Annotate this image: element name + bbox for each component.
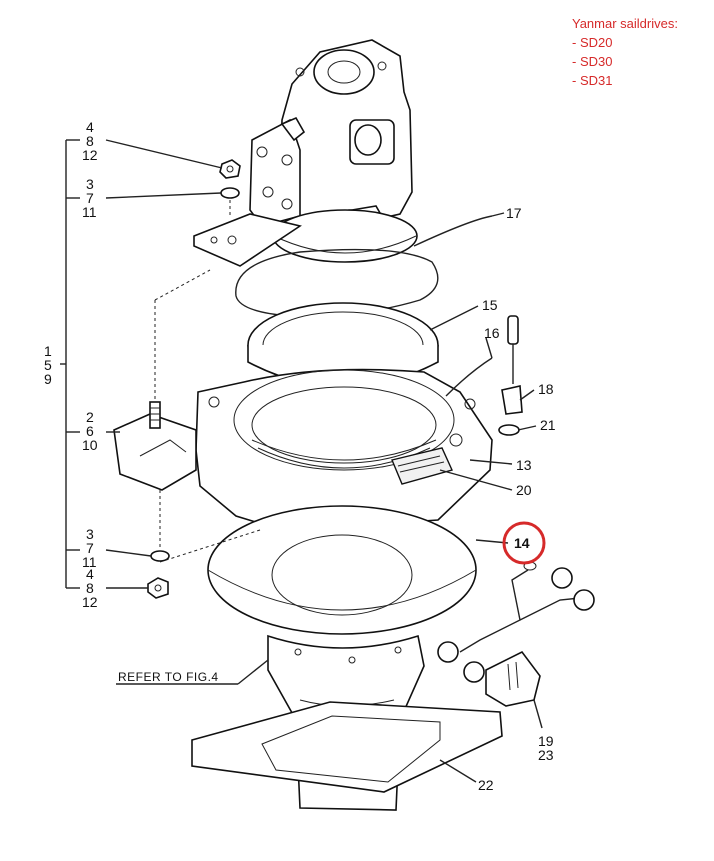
refer-to-fig-label: REFER TO FIG.4 bbox=[118, 670, 219, 684]
nut-bottom bbox=[147, 577, 169, 599]
callout-4: 4 bbox=[86, 566, 94, 582]
nut-top bbox=[219, 159, 241, 179]
highlight-circle-14 bbox=[502, 521, 546, 565]
wiring-harness bbox=[437, 561, 595, 707]
callout-15: 15 bbox=[482, 297, 498, 313]
callout-11: 11 bbox=[82, 204, 97, 220]
callout-17: 17 bbox=[506, 205, 522, 221]
base-plate-22 bbox=[191, 701, 503, 793]
callout-14: 14 bbox=[514, 535, 530, 551]
seal-ring-14 bbox=[207, 505, 477, 635]
callout-19: 19 bbox=[538, 733, 554, 749]
callout-5: 5 bbox=[44, 357, 52, 373]
callout-3: 3 bbox=[86, 176, 94, 192]
callout-8: 8 bbox=[86, 580, 94, 596]
callout-1: 1 bbox=[44, 343, 52, 359]
mounting-bracket-top bbox=[193, 213, 302, 267]
callout-12: 12 bbox=[82, 147, 98, 163]
callout-16: 16 bbox=[484, 325, 500, 341]
note-model: - SD31 bbox=[572, 73, 613, 88]
callout-21: 21 bbox=[540, 417, 556, 433]
model-note: Yanmar saildrives: - SD20 - SD30 - SD31 bbox=[572, 14, 678, 90]
washer-top bbox=[220, 187, 240, 199]
callout-3: 3 bbox=[86, 526, 94, 542]
callout-6: 6 bbox=[86, 423, 94, 439]
callout-10: 10 bbox=[82, 437, 98, 453]
callout-11: 11 bbox=[82, 554, 97, 570]
callout-7: 7 bbox=[86, 190, 94, 206]
callout-20: 20 bbox=[516, 482, 532, 498]
callout-9: 9 bbox=[44, 371, 52, 387]
callout-12: 12 bbox=[82, 594, 98, 610]
callout-13: 13 bbox=[516, 457, 532, 473]
callout-2: 2 bbox=[86, 409, 94, 425]
callout-8: 8 bbox=[86, 133, 94, 149]
callout-22: 22 bbox=[478, 777, 494, 793]
callout-23: 23 bbox=[538, 747, 554, 763]
engine-mount bbox=[113, 401, 197, 491]
callout-18: 18 bbox=[538, 381, 554, 397]
callout-4: 4 bbox=[86, 119, 94, 135]
sensor-assembly bbox=[445, 315, 523, 436]
mounting-flange-13 bbox=[195, 368, 493, 531]
callout-7: 7 bbox=[86, 540, 94, 556]
note-model: - SD30 bbox=[572, 54, 613, 69]
note-model: - SD20 bbox=[572, 35, 613, 50]
note-title: Yanmar saildrives: bbox=[572, 16, 678, 31]
upper-gearcase bbox=[249, 39, 418, 263]
